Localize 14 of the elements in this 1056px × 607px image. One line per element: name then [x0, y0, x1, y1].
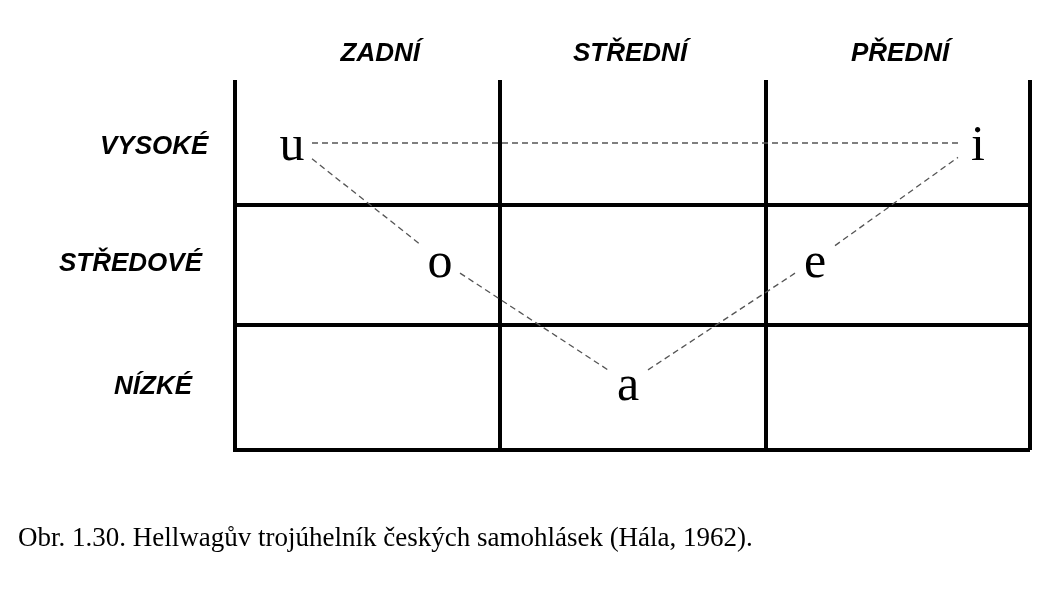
figure-caption: Obr. 1.30. Hellwagův trojúhelník českých samohlásek (Hála, 1962). [18, 521, 754, 554]
dashed-line [311, 158, 421, 245]
dashed-line [647, 272, 796, 371]
vowel-letter: a [608, 356, 648, 410]
row-header: NÍZKÉ [114, 369, 192, 401]
row-header: VYSOKÉ [100, 129, 209, 161]
dashed-line [459, 272, 609, 371]
vowel-letter: u [272, 116, 312, 170]
dashed-line [834, 156, 959, 247]
vowel-letter: o [420, 233, 460, 287]
dashed-line [311, 142, 959, 144]
vowel-letter: i [958, 116, 998, 170]
row-header: STŘEDOVÉ [59, 246, 203, 278]
vowel-letter: e [795, 233, 835, 287]
